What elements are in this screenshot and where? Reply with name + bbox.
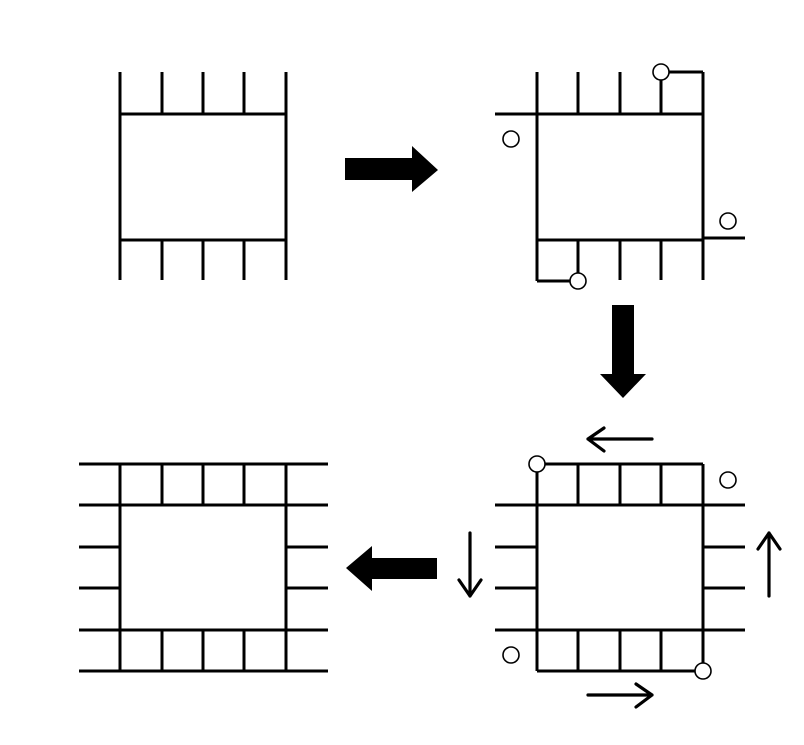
- arrow-down-icon: [457, 531, 483, 598]
- arrow-left-icon: [586, 426, 654, 453]
- panel-final: [79, 462, 328, 673]
- sweep-arrow-right: [586, 682, 654, 709]
- transition-arrow-right: [345, 146, 438, 192]
- panel-start-box: [118, 112, 288, 242]
- panel-after-rotate: [495, 63, 745, 290]
- sweep-arrow-left: [586, 426, 654, 453]
- pivot-circle: [569, 272, 587, 290]
- arrow-right-icon: [586, 682, 654, 709]
- pivot-circle: [719, 471, 737, 489]
- pivot-circle: [502, 130, 520, 148]
- pivot-circle: [502, 646, 520, 664]
- pivot-circle: [528, 455, 546, 473]
- pivot-circle: [719, 212, 737, 230]
- sweep-arrow-down: [457, 531, 483, 598]
- transition-arrow-left: [346, 546, 437, 591]
- arrow-up-icon: [756, 531, 782, 598]
- pivot-circle: [694, 662, 712, 680]
- transition-arrow-down: [600, 305, 646, 398]
- pivot-circle: [652, 63, 670, 81]
- panel-after-rotate-box: [535, 112, 705, 242]
- panel-start: [118, 72, 288, 280]
- sweep-arrow-up: [756, 531, 782, 598]
- panel-after-extend: [495, 455, 745, 680]
